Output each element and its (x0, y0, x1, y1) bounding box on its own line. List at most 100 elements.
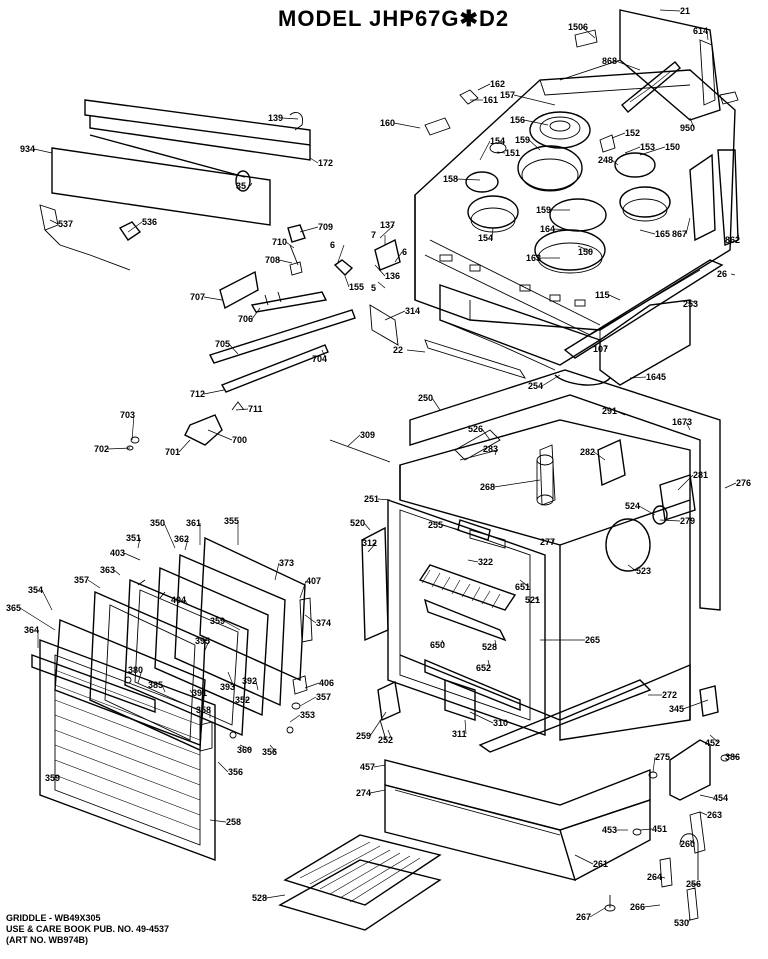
leader-line (627, 564, 637, 572)
leader-line (431, 397, 441, 411)
part-callout: 291 (602, 406, 617, 416)
switch-parts (39, 204, 527, 463)
part-callout: 22 (393, 345, 403, 355)
part-callout: 526 (468, 424, 483, 434)
part-callout: 380 (128, 665, 143, 675)
leader-line (367, 542, 377, 553)
part-callout: 356 (228, 767, 243, 777)
leader-line (223, 620, 241, 631)
part-callout: 391 (192, 688, 207, 698)
part-callout: 311 (452, 729, 467, 739)
part-callout: 276 (736, 478, 751, 488)
part-callout: 704 (312, 354, 327, 364)
part-callout: 373 (279, 558, 294, 568)
leader-line (137, 669, 143, 684)
part-callout: 260 (680, 839, 695, 849)
leader-line (441, 639, 445, 646)
part-callout: 360 (237, 745, 252, 755)
leader-line (337, 244, 345, 263)
part-callout: 708 (265, 255, 280, 265)
part-callout: 707 (190, 292, 205, 302)
leader-line (249, 182, 253, 187)
part-callout: 264 (647, 872, 662, 882)
part-callout: 345 (669, 704, 684, 714)
part-callout: 7 (371, 230, 376, 240)
part-callout: 159 (515, 135, 530, 145)
backsplash-assembly (51, 99, 311, 226)
leader-line (467, 559, 479, 563)
part-callout: 358 (196, 705, 211, 715)
leader-line (534, 597, 540, 601)
leader-line (496, 151, 506, 154)
leader-line (393, 122, 421, 129)
part-callout: 159 (536, 205, 551, 215)
part-callout: 5 (371, 283, 376, 293)
leader-line (494, 448, 498, 456)
leader-line (269, 744, 277, 753)
leader-line (528, 139, 541, 151)
leader-line (239, 744, 252, 751)
part-callout: 165 (655, 229, 670, 239)
part-callout: 867 (672, 229, 687, 239)
leader-line (127, 221, 143, 233)
leader-line (227, 671, 235, 688)
part-callout: 395 (195, 636, 210, 646)
part-callout: 1673 (672, 417, 692, 427)
part-callout: 279 (680, 516, 695, 526)
part-callout: 312 (362, 538, 377, 548)
leader-line (304, 614, 317, 624)
leader-line (384, 310, 406, 321)
leader-line (479, 140, 491, 161)
leader-line (209, 819, 227, 823)
leader-line (611, 159, 619, 166)
part-callout: 706 (238, 314, 253, 324)
part-callout: 272 (662, 690, 677, 700)
part-callout: 351 (126, 533, 141, 543)
leader-line (299, 696, 317, 707)
leader-line (235, 408, 249, 411)
leader-line (677, 474, 694, 491)
leader-line (519, 579, 530, 588)
leader-line (685, 217, 691, 235)
leader-line (441, 524, 461, 531)
part-callout: 709 (318, 222, 333, 232)
part-callout: 702 (94, 444, 109, 454)
part-callout: 710 (272, 237, 287, 247)
part-callout: 1506 (568, 22, 588, 32)
part-callout: 314 (405, 306, 420, 316)
leader-line (689, 839, 695, 845)
leader-line (494, 639, 497, 648)
part-callout: 248 (598, 155, 613, 165)
part-callout: 404 (171, 595, 186, 605)
part-callout: 277 (540, 537, 555, 547)
leader-line (481, 428, 491, 441)
part-callout: 528 (482, 642, 497, 652)
part-callout: 283 (483, 444, 498, 454)
part-callout: 364 (24, 625, 39, 635)
leader-line (487, 659, 491, 669)
part-callout: 357 (74, 575, 89, 585)
leader-line (615, 60, 641, 71)
leader-line (33, 148, 53, 154)
part-callout: 407 (306, 576, 321, 586)
leader-line (685, 421, 691, 431)
part-callout: 258 (226, 817, 241, 827)
leader-line (687, 917, 691, 924)
part-callout: 354 (28, 585, 43, 595)
leader-line (689, 117, 695, 129)
part-callout: 862 (725, 235, 740, 245)
part-callout: 158 (443, 174, 458, 184)
part-callout: 359 (45, 773, 60, 783)
leader-line (689, 299, 698, 305)
leader-line (477, 83, 491, 91)
part-callout: 256 (686, 879, 701, 889)
part-callout: 705 (215, 339, 230, 349)
part-callout: 386 (725, 752, 740, 762)
leader-line (304, 682, 320, 689)
leader-line (347, 434, 361, 447)
part-callout: 282 (580, 447, 595, 457)
leader-line (724, 482, 737, 489)
leader-line (107, 447, 131, 450)
cooktop-assembly (414, 9, 739, 386)
leader-line (373, 764, 386, 768)
